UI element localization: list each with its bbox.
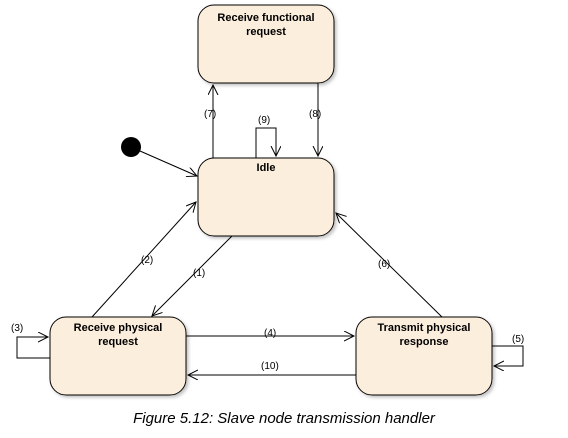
transition-9-arrow bbox=[255, 127, 276, 158]
transition-6-arrow bbox=[336, 213, 443, 318]
figure-caption: Figure 5.12: Slave node transmission han… bbox=[133, 410, 435, 427]
state-receive-physical-request: Receive physical request bbox=[49, 316, 187, 396]
initial-transition-arrow bbox=[139, 150, 197, 176]
state-transmit-label-1: Transmit physical bbox=[378, 322, 471, 334]
transition-5-label: (5) bbox=[512, 334, 524, 345]
state-functional-label-1: Receive functional bbox=[217, 12, 314, 24]
transition-2-label: (2) bbox=[141, 255, 153, 266]
state-transmit-label-2: response bbox=[400, 336, 449, 348]
transition-3-label: (3) bbox=[11, 323, 23, 334]
transition-9-label: (9) bbox=[258, 115, 270, 126]
state-physical-label-2: request bbox=[98, 336, 138, 348]
state-transmit-physical-response: Transmit physical response bbox=[355, 316, 493, 396]
state-receive-functional-request: Receive functional request bbox=[197, 4, 335, 84]
state-physical-label-1: Receive physical bbox=[74, 322, 163, 334]
transition-1-label: (1) bbox=[193, 268, 205, 279]
transition-7-label: (7) bbox=[204, 109, 216, 120]
initial-state-dot bbox=[121, 137, 141, 157]
transition-1-arrow bbox=[152, 235, 233, 316]
state-idle-label: Idle bbox=[257, 162, 276, 174]
transition-4-label: (4) bbox=[264, 328, 276, 339]
transition-2-arrow bbox=[91, 202, 196, 318]
state-idle: Idle bbox=[197, 157, 335, 237]
transition-6-label: (6) bbox=[378, 259, 390, 270]
transition-10-label: (10) bbox=[261, 361, 279, 372]
state-functional-label-2: request bbox=[246, 26, 286, 38]
transition-5-arrow bbox=[492, 345, 524, 366]
transition-3-arrow bbox=[16, 337, 50, 359]
transition-8-label: (8) bbox=[309, 109, 321, 120]
